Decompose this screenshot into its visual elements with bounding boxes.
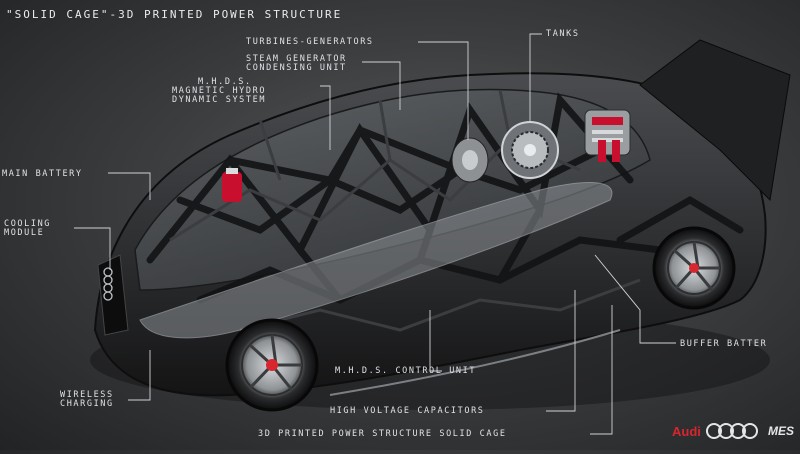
label-steam-generator: STEAM GENERATOR	[246, 54, 347, 64]
label-charging: CHARGING	[60, 399, 114, 409]
label-control-unit: M.H.D.S. CONTROL UNIT	[335, 366, 477, 376]
label-magnetic-hydro: MAGNETIC HYDRO	[172, 86, 267, 96]
label-buffer-battery: BUFFER BATTER	[680, 339, 768, 349]
side-skirt	[329, 329, 621, 396]
brand-name: Audi	[672, 424, 701, 439]
rear-wheel	[652, 226, 736, 310]
label-wireless: WIRELESS	[60, 390, 114, 400]
label-main-battery: MAIN BATTERY	[2, 169, 83, 179]
turbine-generator	[501, 121, 559, 179]
label-dynamic-system: DYNAMIC SYSTEM	[172, 95, 267, 105]
tank-block	[584, 109, 631, 156]
mhds-unit	[222, 168, 242, 202]
label-module: MODULE	[4, 228, 45, 238]
rear-spoiler	[639, 39, 791, 202]
callout-lines	[74, 33, 676, 435]
label-solid-cage: 3D PRINTED POWER STRUCTURE SOLID CAGE	[258, 429, 507, 439]
label-cooling: COOLING	[4, 219, 52, 229]
steam-generator	[451, 137, 489, 183]
power-structure-band	[139, 182, 613, 339]
label-mhds: M.H.D.S.	[198, 77, 252, 87]
label-capacitors: HIGH VOLTAGE CAPACITORS	[330, 406, 485, 416]
page-title: "SOLID CAGE"-3D PRINTED POWER STRUCTURE	[6, 8, 343, 21]
label-tanks: TANKS	[546, 29, 580, 39]
front-wheel	[225, 318, 319, 412]
four-rings-logo-icon	[706, 423, 758, 439]
secondary-struts	[169, 89, 641, 332]
partner-logo: MES	[768, 424, 795, 438]
rear-red-coils	[598, 140, 620, 162]
grille-rings	[103, 267, 113, 301]
label-condensing-unit: CONDENSING UNIT	[246, 63, 347, 73]
label-turbines-generators: TURBINES-GENERATORS	[246, 37, 374, 47]
